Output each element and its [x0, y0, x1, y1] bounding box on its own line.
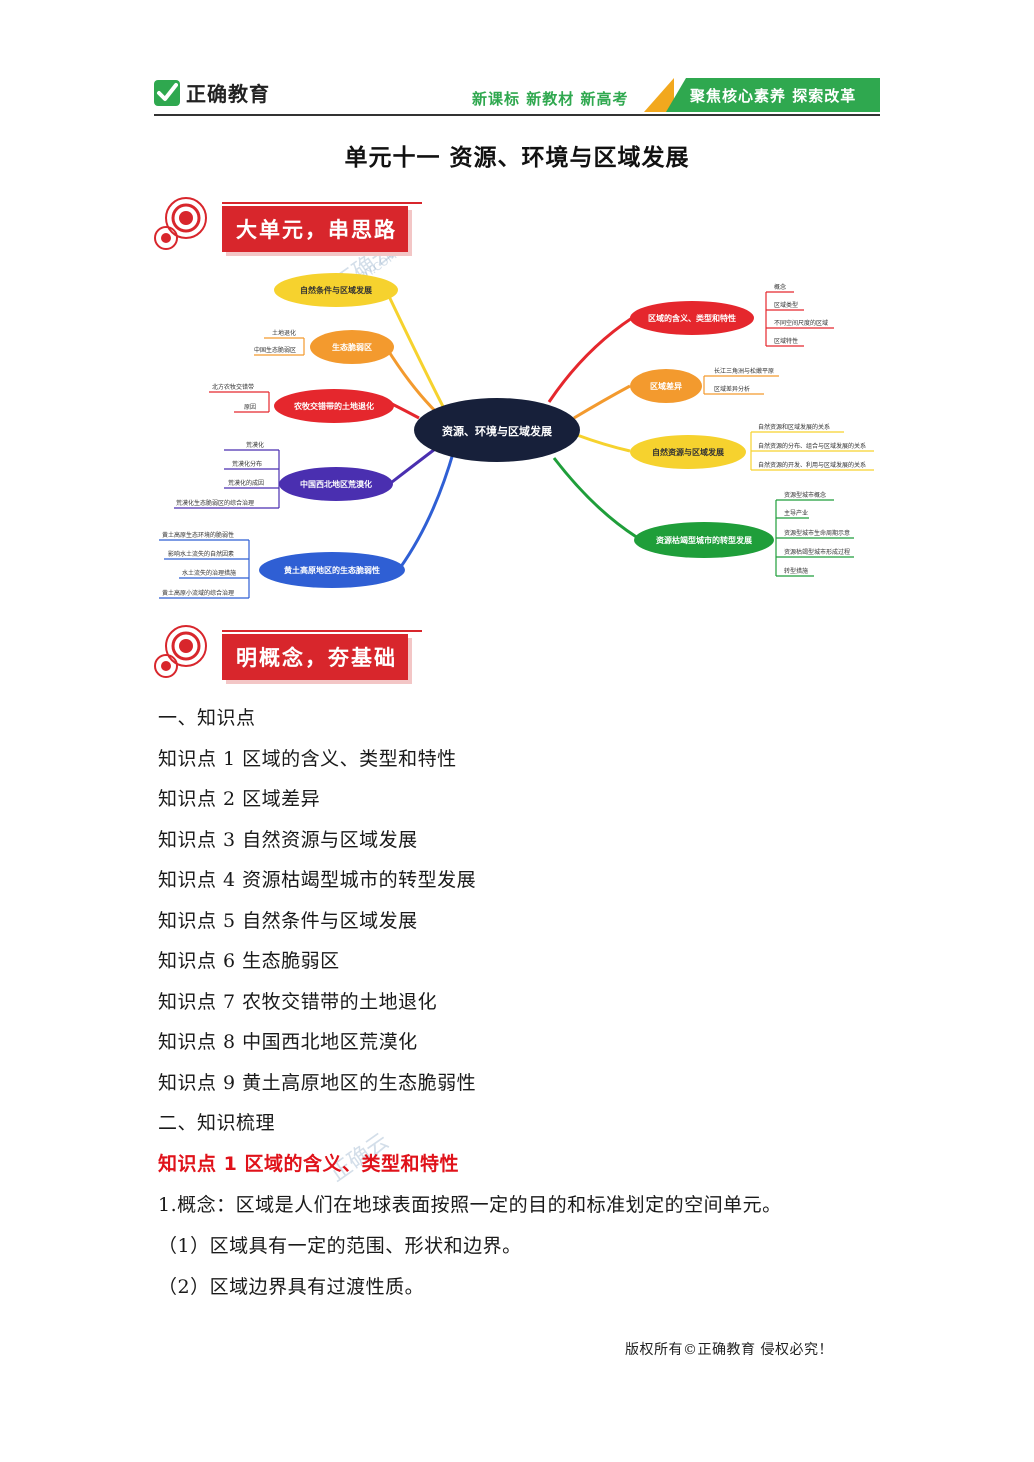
knowledge-point: 知识点 3 自然资源与区域发展 [158, 829, 418, 851]
page-title: 单元十一 资源、环境与区域发展 [344, 145, 690, 171]
check-icon [154, 79, 180, 106]
mindmap-leaf: 荒漠化 [246, 441, 264, 449]
slogan-banner: 聚焦核心素养 探索改革 [644, 78, 880, 112]
concept-item: （2）区域边界具有过渡性质。 [158, 1276, 425, 1298]
mindmap-branch: 自然资源与区域发展 [652, 447, 724, 457]
mindmap-leaf: 资源型城市概念 [784, 491, 826, 499]
mindmap-branch: 中国西北地区荒漠化 [300, 479, 372, 489]
mindmap-branch: 农牧交错带的土地退化 [293, 401, 374, 411]
mindmap-leaf: 自然资源和区域发展的关系 [758, 423, 830, 431]
section-banner-2: 明概念，夯基础 [154, 624, 424, 686]
mindmap-leaf: 荒漠化生态脆弱区的综合治理 [176, 499, 254, 507]
mindmap-leaf: 自然资源的分布、组合与区域发展的关系 [758, 442, 866, 450]
mindmap-leaf: 概念 [774, 283, 786, 291]
knowledge-point: 知识点 9 黄土高原地区的生态脆弱性 [158, 1072, 477, 1094]
mindmap-leaf: 区域特性 [774, 337, 798, 345]
mindmap-leaf: 北方农牧交错带 [212, 383, 254, 391]
slogan-right: 聚焦核心素养 探索改革 [690, 87, 857, 105]
mindmap-leaf: 中国生态脆弱区 [254, 346, 296, 354]
mindmap-leaf: 转型措施 [784, 567, 808, 575]
mindmap-leaf: 资源型城市生命周期示意 [784, 529, 850, 537]
mindmap-leaf: 区域差异分析 [714, 385, 750, 393]
page-header: 正确教育 新课标 新教材 新高考 聚焦核心素养 探索改革 [154, 76, 880, 116]
knowledge-point: 知识点 5 自然条件与区域发展 [158, 910, 418, 932]
mindmap-leaf: 土地退化 [272, 329, 296, 337]
mindmap-leaf: 水土流失的治理措施 [182, 569, 236, 577]
mind-map: 资源、环境与区域发展 自然条件与区域发展 生态脆弱区 农牧交错带的土地退化 中国… [159, 273, 874, 599]
mindmap-center: 资源、环境与区域发展 [442, 424, 553, 438]
mindmap-leaf: 区域类型 [774, 301, 798, 309]
heading-knowledge-points: 一、知识点 [158, 707, 256, 729]
mindmap-leaf: 不同空间尺度的区域 [774, 319, 828, 327]
mindmap-branch: 生态脆弱区 [332, 342, 372, 352]
knowledge-point: 知识点 7 农牧交错带的土地退化 [158, 991, 438, 1013]
slogan-left: 新课标 新教材 新高考 [472, 90, 629, 108]
header-divider [154, 114, 880, 116]
mindmap-leaf: 荒漠化分布 [232, 460, 262, 468]
copyright-footer: 版权所有©正确教育 侵权必究！ [625, 1342, 833, 1358]
target-icon [154, 197, 207, 250]
mindmap-leaf: 长江三角洲与松嫩平原 [714, 367, 774, 375]
heading-knowledge-review: 二、知识梳理 [158, 1112, 276, 1134]
mindmap-branch: 自然条件与区域发展 [300, 285, 372, 295]
mindmap-leaf: 荒漠化的成因 [228, 479, 264, 487]
knowledge-point: 知识点 2 区域差异 [158, 788, 321, 810]
mindmap-branch: 资源枯竭型城市的转型发展 [656, 535, 752, 545]
mindmap-branch: 黄土高原地区的生态脆弱性 [284, 565, 380, 575]
logo-text: 正确教育 [186, 82, 270, 106]
mindmap-leaf: 原因 [244, 404, 256, 411]
mindmap-leaf: 自然资源的开发、利用与区域发展的关系 [758, 461, 866, 469]
mindmap-leaf: 黄土高原生态环境的脆弱性 [162, 531, 234, 539]
mindmap-leaf: 黄土高原小流域的综合治理 [162, 589, 234, 597]
section-banner-1: 大单元，串思路 [154, 196, 424, 258]
concept-text: 1.概念：区域是人们在地球表面按照一定的目的和标准划定的空间单元。 [158, 1194, 782, 1216]
knowledge-point: 知识点 4 资源枯竭型城市的转型发展 [158, 869, 477, 891]
mindmap-branch: 区域的含义、类型和特性 [648, 313, 736, 323]
target-icon [154, 625, 207, 678]
logo: 正确教育 [154, 78, 270, 107]
knowledge-point: 知识点 6 生态脆弱区 [158, 950, 340, 972]
mindmap-leaf: 主导产业 [784, 509, 808, 517]
mindmap-leaf: 资源枯竭型城市形成过程 [784, 548, 850, 556]
section-title: 大单元，串思路 [236, 218, 397, 242]
knowledge-point-heading: 知识点 1 区域的含义、类型和特性 [158, 1153, 459, 1175]
mindmap-leaf: 影响水土流失的自然因素 [168, 550, 234, 558]
mindmap-branch: 区域差异 [650, 381, 682, 391]
section-title: 明概念，夯基础 [236, 646, 397, 670]
knowledge-point: 知识点 8 中国西北地区荒漠化 [158, 1031, 418, 1053]
knowledge-point: 知识点 1 区域的含义、类型和特性 [158, 748, 457, 770]
concept-item: （1）区域具有一定的范围、形状和边界。 [158, 1235, 522, 1257]
